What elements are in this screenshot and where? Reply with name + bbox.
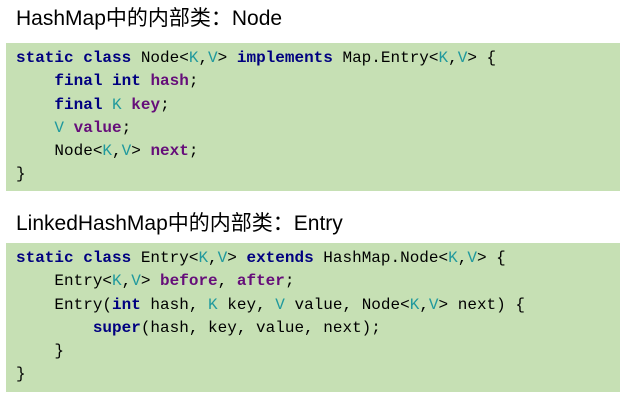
code-text [16, 319, 93, 337]
code-type-parameter: K [102, 142, 113, 161]
code-type-parameter: K [112, 272, 122, 291]
code-text: HashMap.Node< [313, 249, 449, 267]
code-text: ; [188, 72, 199, 91]
code-text: , [217, 272, 237, 291]
code-block-entry: static class Entry<K,V> extends HashMap.… [6, 243, 620, 392]
code-text: > [131, 142, 151, 161]
code-type-parameter: V [54, 118, 65, 137]
code-text: ; [188, 142, 199, 161]
code-keyword: super [92, 318, 141, 337]
code-keyword: static class [16, 249, 132, 267]
code-field: hash [150, 72, 189, 91]
code-type-parameter: V [121, 142, 132, 161]
code-text: Entry< [16, 272, 113, 291]
code-keyword: extends [246, 249, 314, 267]
code-type-parameter: V [457, 49, 468, 67]
code-line: } [16, 163, 620, 186]
code-type-parameter: K [409, 295, 420, 314]
code-type-parameter: V [275, 295, 285, 314]
code-type-parameter: V [428, 295, 439, 314]
code-text: , [121, 272, 132, 291]
code-text [16, 96, 54, 114]
code-line: } [16, 340, 620, 363]
code-block-node: static class Node<K,V> implements Map.En… [6, 43, 620, 191]
code-text: , [112, 142, 122, 161]
code-line: final int hash; [16, 70, 620, 93]
code-text: value, Node< [284, 295, 410, 314]
code-text: , [457, 249, 468, 267]
code-line: } [16, 363, 620, 386]
code-text: } [16, 342, 65, 361]
code-text: Entry( [16, 295, 113, 314]
code-text: ; [284, 272, 295, 291]
code-text [102, 96, 112, 114]
code-field: key [131, 95, 161, 114]
code-text: > { [476, 249, 506, 267]
code-type-parameter: K [112, 95, 122, 114]
code-text: ; [160, 95, 170, 114]
code-line: static class Entry<K,V> extends HashMap.… [16, 247, 620, 270]
code-field: value [73, 118, 122, 137]
code-type-parameter: K [188, 49, 199, 67]
code-type-parameter: V [467, 249, 477, 267]
code-line: Entry<K,V> before, after; [16, 270, 620, 293]
code-text: Node< [131, 49, 189, 67]
code-keyword: static class [16, 49, 132, 67]
code-text [122, 96, 132, 114]
code-text [141, 72, 151, 90]
code-line: static class Node<K,V> implements Map.En… [16, 47, 620, 70]
code-line: Node<K,V> next; [16, 140, 620, 163]
code-line: super(hash, key, value, next); [16, 317, 620, 340]
code-text: key, [217, 295, 276, 314]
code-text [16, 119, 54, 137]
code-type-parameter: K [198, 249, 209, 267]
code-line: V value; [16, 117, 620, 140]
code-text: , [208, 249, 218, 267]
code-field: after [236, 272, 285, 291]
code-type-parameter: V [131, 272, 141, 291]
code-field: next [150, 142, 189, 161]
code-type-parameter: V [208, 49, 218, 67]
code-type-parameter: V [217, 249, 228, 267]
code-text: Map.Entry< [332, 49, 439, 67]
code-text: > [227, 249, 247, 267]
code-text: , [419, 295, 429, 314]
code-keyword: final int [54, 72, 141, 91]
code-keyword: final [54, 95, 103, 114]
code-text [64, 119, 74, 137]
code-type-parameter: K [438, 49, 449, 67]
code-text: } [16, 165, 26, 184]
code-line: Entry(int hash, K key, V value, Node<K,V… [16, 294, 620, 317]
code-text: > next) { [438, 295, 525, 314]
code-text: > { [467, 49, 497, 67]
code-keyword: int [112, 295, 141, 314]
code-text: (hash, key, value, next); [140, 318, 381, 337]
code-text: Entry< [131, 249, 199, 267]
code-text: hash, [140, 295, 209, 314]
code-keyword: implements [236, 49, 333, 67]
code-text: ; [121, 118, 132, 137]
code-field: before [160, 272, 218, 291]
section-heading-node: HashMap中的内部类：Node [16, 7, 283, 30]
code-line: final K key; [16, 94, 620, 117]
code-text: , [198, 49, 209, 67]
code-text: Node< [16, 142, 103, 161]
code-text: > [140, 272, 161, 291]
code-text: , [448, 49, 458, 67]
code-text [16, 72, 54, 90]
code-type-parameter: K [208, 295, 218, 314]
code-text: > [217, 49, 237, 67]
code-text: } [16, 365, 26, 384]
section-heading-entry: LinkedHashMap中的内部类：Entry [16, 212, 343, 235]
code-type-parameter: K [448, 249, 458, 267]
